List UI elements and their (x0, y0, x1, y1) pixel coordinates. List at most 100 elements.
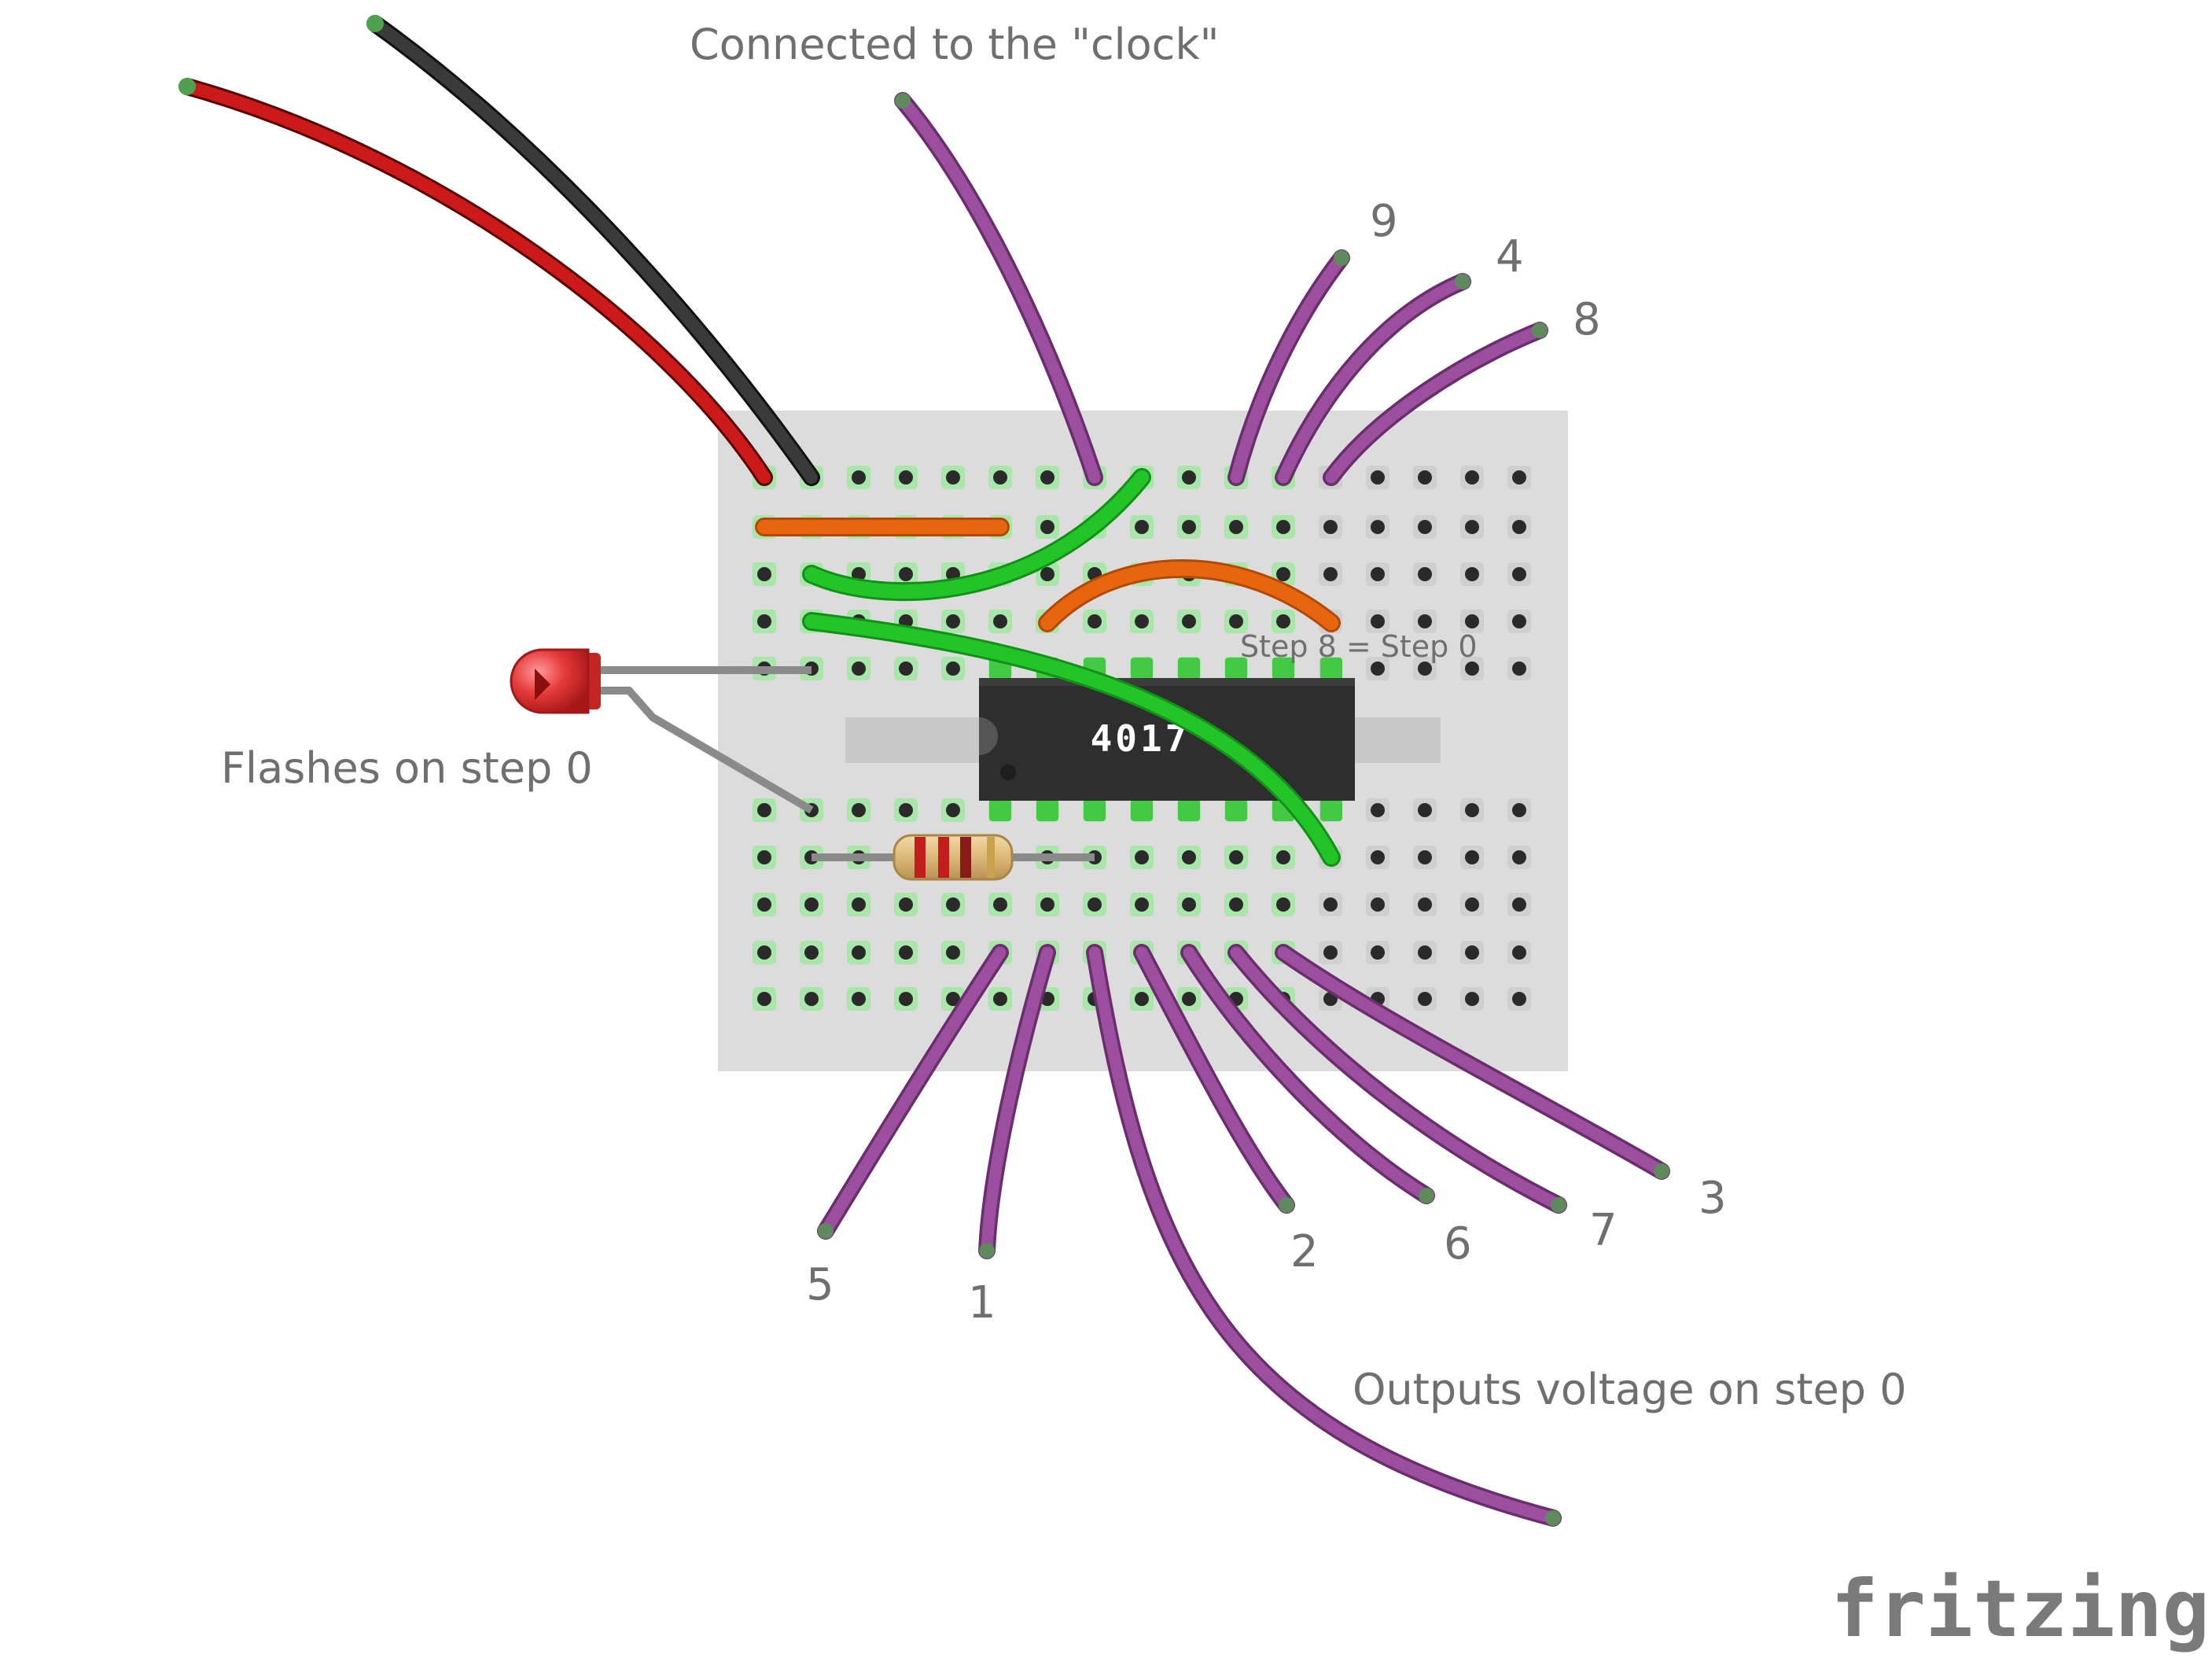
breadboard-hole (946, 992, 960, 1006)
breadboard-hole (1371, 945, 1385, 960)
breadboard-hole (1229, 614, 1243, 628)
chip-pin (1178, 658, 1200, 680)
breadboard-hole (757, 803, 771, 817)
breadboard-hole (1135, 992, 1149, 1006)
breadboard-hole (1465, 567, 1479, 581)
breadboard-hole (804, 897, 819, 912)
breadboard-hole (852, 992, 866, 1006)
breadboard-hole (852, 897, 866, 912)
breadboard-hole (899, 897, 913, 912)
breadboard-hole (1135, 520, 1149, 534)
breadboard-hole (1465, 803, 1479, 817)
breadboard-hole (757, 945, 771, 960)
breadboard-hole (946, 614, 960, 628)
breadboard-hole (1182, 992, 1196, 1006)
chip-pin (1225, 658, 1247, 680)
chip-pin (1320, 799, 1342, 821)
breadboard-hole (1371, 897, 1385, 912)
breadboard-hole (1040, 567, 1054, 581)
breadboard-hole (1465, 661, 1479, 676)
breadboard-hole (1182, 470, 1196, 485)
breadboard-hole (1371, 470, 1385, 485)
black-ground-wire (366, 15, 820, 486)
output-label-3: 3 (1699, 1173, 1727, 1224)
red-power-wire (179, 78, 773, 486)
output-label-7: 7 (1589, 1205, 1618, 1256)
breadboard-hole (804, 992, 819, 1006)
breadboard-hole (1465, 897, 1479, 912)
breadboard-hole (946, 945, 960, 960)
breadboard-hole (757, 850, 771, 864)
chip-pin (1131, 799, 1153, 821)
breadboard-hole (1276, 520, 1290, 534)
breadboard-hole (1418, 567, 1432, 581)
breadboard-hole (993, 897, 1007, 912)
breadboard-hole (1512, 850, 1526, 864)
breadboard-hole (993, 992, 1007, 1006)
output-label-6: 6 (1444, 1218, 1472, 1270)
output-label-2: 2 (1290, 1226, 1319, 1277)
wire-end-caps (818, 93, 1669, 1526)
output-number-labels: 9 4 8 5 1 2 6 7 3 (806, 196, 1727, 1328)
breadboard-hole (1182, 614, 1196, 628)
breadboard-hole (1418, 614, 1432, 628)
breadboard-hole (852, 945, 866, 960)
breadboard-hole (757, 614, 771, 628)
breadboard-hole (1418, 897, 1432, 912)
breadboard-hole (899, 567, 913, 581)
output-label-1: 1 (968, 1277, 996, 1328)
breadboard-hole (804, 945, 819, 960)
breadboard-hole (1276, 897, 1290, 912)
breadboard-hole (852, 661, 866, 676)
breadboard-hole (1371, 661, 1385, 676)
breadboard-hole (1323, 567, 1338, 581)
chip-label: 4017 (1091, 717, 1191, 760)
breadboard-hole (1465, 470, 1479, 485)
breadboard-hole (899, 945, 913, 960)
output-label-4: 4 (1496, 231, 1524, 282)
breadboard-hole (1040, 520, 1054, 534)
breadboard-hole (1512, 661, 1526, 676)
breadboard-hole (899, 803, 913, 817)
breadboard-hole (1465, 945, 1479, 960)
breadboard-hole (1512, 992, 1526, 1006)
breadboard-hole (1512, 803, 1526, 817)
breadboard-hole (993, 614, 1007, 628)
breadboard-hole (1323, 520, 1338, 534)
chip-pin (1272, 658, 1294, 680)
output-label-8: 8 (1573, 294, 1601, 345)
led-label: Flashes on step 0 (221, 743, 593, 793)
outputs-label: Outputs voltage on step 0 (1353, 1365, 1907, 1414)
breadboard-hole (1135, 897, 1149, 912)
breadboard-hole (1276, 614, 1290, 628)
breadboard-hole (946, 470, 960, 485)
chip-pin (1225, 799, 1247, 821)
output-label-9: 9 (1370, 196, 1398, 247)
breadboard-hole (1229, 520, 1243, 534)
chip-pin (1178, 799, 1200, 821)
breadboard-hole (899, 470, 913, 485)
breadboard-hole (1371, 614, 1385, 628)
chip-pin (1320, 658, 1342, 680)
breadboard-hole (757, 897, 771, 912)
breadboard-hole (1371, 567, 1385, 581)
breadboard-hole (1182, 850, 1196, 864)
breadboard-hole (1512, 520, 1526, 534)
chip-pin (1036, 799, 1058, 821)
red-led (510, 648, 814, 814)
breadboard-hole (1040, 897, 1054, 912)
breadboard-hole (1512, 470, 1526, 485)
fritzing-logo: fritzing (1831, 1563, 2210, 1655)
breadboard-hole (946, 897, 960, 912)
breadboard-hole (1465, 992, 1479, 1006)
breadboard-hole (1418, 470, 1432, 485)
power-wires (179, 15, 820, 486)
breadboard-hole (1418, 803, 1432, 817)
breadboard-hole (1465, 520, 1479, 534)
breadboard-hole (946, 803, 960, 817)
breadboard-hole (1371, 803, 1385, 817)
breadboard-hole (1418, 850, 1432, 864)
breadboard-hole (1465, 850, 1479, 864)
breadboard-hole (1229, 897, 1243, 912)
breadboard-hole (1418, 661, 1432, 676)
